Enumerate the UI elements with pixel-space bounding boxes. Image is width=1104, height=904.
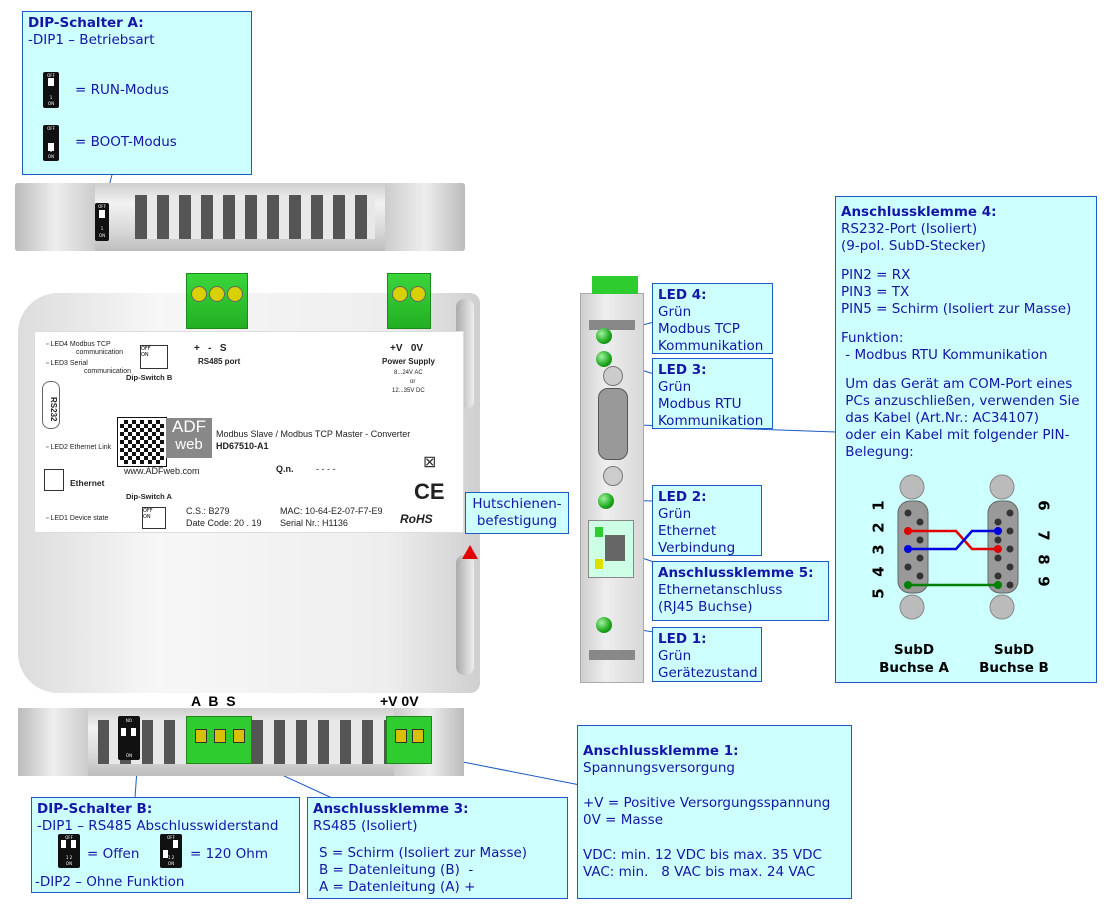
plate-ps1: 8...24V AC (394, 370, 423, 376)
subd-b-pin-9: 9 (1034, 576, 1053, 587)
klemme1-box: Anschlussklemme 1: Spannungsversorgung +… (577, 725, 852, 899)
subd-a-pin-5: 5 (869, 588, 888, 599)
plate-product: Modbus Slave / Modbus TCP Master - Conve… (216, 429, 411, 439)
led2-indicator (598, 493, 614, 509)
plate-ps2: or (410, 379, 416, 385)
plate-rs485-pins: + - S (194, 343, 227, 354)
subd-wiring-diagram (897, 474, 1019, 620)
din-rail-latch (462, 545, 478, 559)
plate-dipa: Dip-Switch A (126, 492, 172, 501)
abs-pin-labels: A B S (191, 693, 236, 709)
led3-indicator (596, 351, 612, 367)
plate-ethernet-icon (44, 469, 64, 491)
plate-led2: ▫ LED2 Ethernet Link (46, 444, 112, 451)
device-side-view (580, 293, 644, 683)
dip-a-boot-label: = BOOT-Modus (75, 134, 177, 150)
led3-box: LED 3: Grün Modbus RTU Kommunikation (652, 358, 773, 429)
plate-url: www.ADFweb.com (124, 466, 200, 476)
dip-a-run-label: = RUN-Modus (75, 82, 169, 98)
led1-indicator (596, 617, 612, 633)
plate-serial: Serial Nr.: H1136 (280, 518, 348, 528)
screw-bottom-icon (603, 466, 623, 486)
plate-power-supply: Power Supply (382, 357, 435, 366)
dip-b-line2: -DIP2 – Ohne Funktion (35, 874, 185, 890)
subd-a-pin-1: 1 (869, 500, 888, 511)
led1-box: LED 1: Grün Gerätezustand (652, 627, 762, 682)
screw-top-icon (603, 366, 623, 386)
qr-code (117, 417, 167, 467)
power-terminal-top (387, 273, 431, 329)
subd-b-pin-6: 6 (1034, 500, 1053, 511)
plate-qn: Q.n. (276, 464, 294, 474)
subd-a-pin-2: 2 (869, 522, 888, 533)
led4-indicator (596, 328, 612, 344)
dip-b-box: DIP-Schalter B: -DIP1 – RS485 Abschlussw… (31, 797, 300, 893)
rs232-subd-connector (598, 388, 628, 460)
plate-dipb: Dip-Switch B (126, 373, 173, 382)
dip-b-ohm-label: = 120 Ohm (190, 846, 268, 862)
plate-power-pins: +V 0V (390, 343, 424, 354)
side-rs485-terminal (592, 276, 638, 294)
ce-mark: CE (414, 479, 445, 504)
plate-rs232-connector (42, 381, 60, 429)
weee-icon: ⊠ (423, 454, 437, 471)
plate-cs: C.S.: B279 (186, 506, 230, 516)
power-terminal-bottom (386, 716, 432, 764)
plate-date: Date Code: 20 . 19 (186, 518, 262, 528)
rs485-terminal-bottom (186, 716, 252, 764)
plate-ethernet: Ethernet (70, 478, 105, 488)
plate-ps3: 12...35V DC (392, 388, 425, 394)
plate-model: HD67510-A1 (216, 441, 269, 451)
power-pin-labels: +V 0V (380, 693, 419, 709)
plate-rs232-label: RS232 (49, 397, 58, 422)
subd-a-pin-4: 4 (869, 566, 888, 577)
subd-b-pin-8: 8 (1034, 554, 1053, 565)
device-front (18, 293, 480, 693)
rs485-terminal-top (186, 273, 248, 329)
klemme4-box: Anschlussklemme 4: RS232-Port (Isoliert)… (835, 196, 1097, 683)
subd-b-pin-7: 7 (1034, 530, 1053, 541)
dip-b-off-label: = Offen (87, 846, 140, 862)
plate-qn-value: - - - - (316, 464, 336, 474)
label-plate (34, 331, 464, 533)
klemme3-box: Anschlussklemme 3: RS485 (Isoliert) S = … (307, 797, 568, 899)
plate-led1: ▫ LED1 Device state (46, 515, 109, 522)
led4-box: LED 4: Grün Modbus TCP Kommunikation (652, 283, 773, 354)
plate-rs485-port: RS485 port (198, 357, 241, 366)
subd-a-pin-3: 3 (869, 544, 888, 555)
led2-box: LED 2: Grün Ethernet Verbindung (652, 485, 762, 556)
rj45-port (588, 520, 634, 578)
hutschiene-box: Hutschienen- befestigung (465, 492, 569, 534)
plate-mac: MAC: 10-64-E2-07-F7-E9 (280, 506, 383, 516)
rohs-mark: RoHS (400, 512, 433, 526)
klemme5-box: Anschlussklemme 5: Ethernetanschluss (RJ… (652, 561, 829, 621)
